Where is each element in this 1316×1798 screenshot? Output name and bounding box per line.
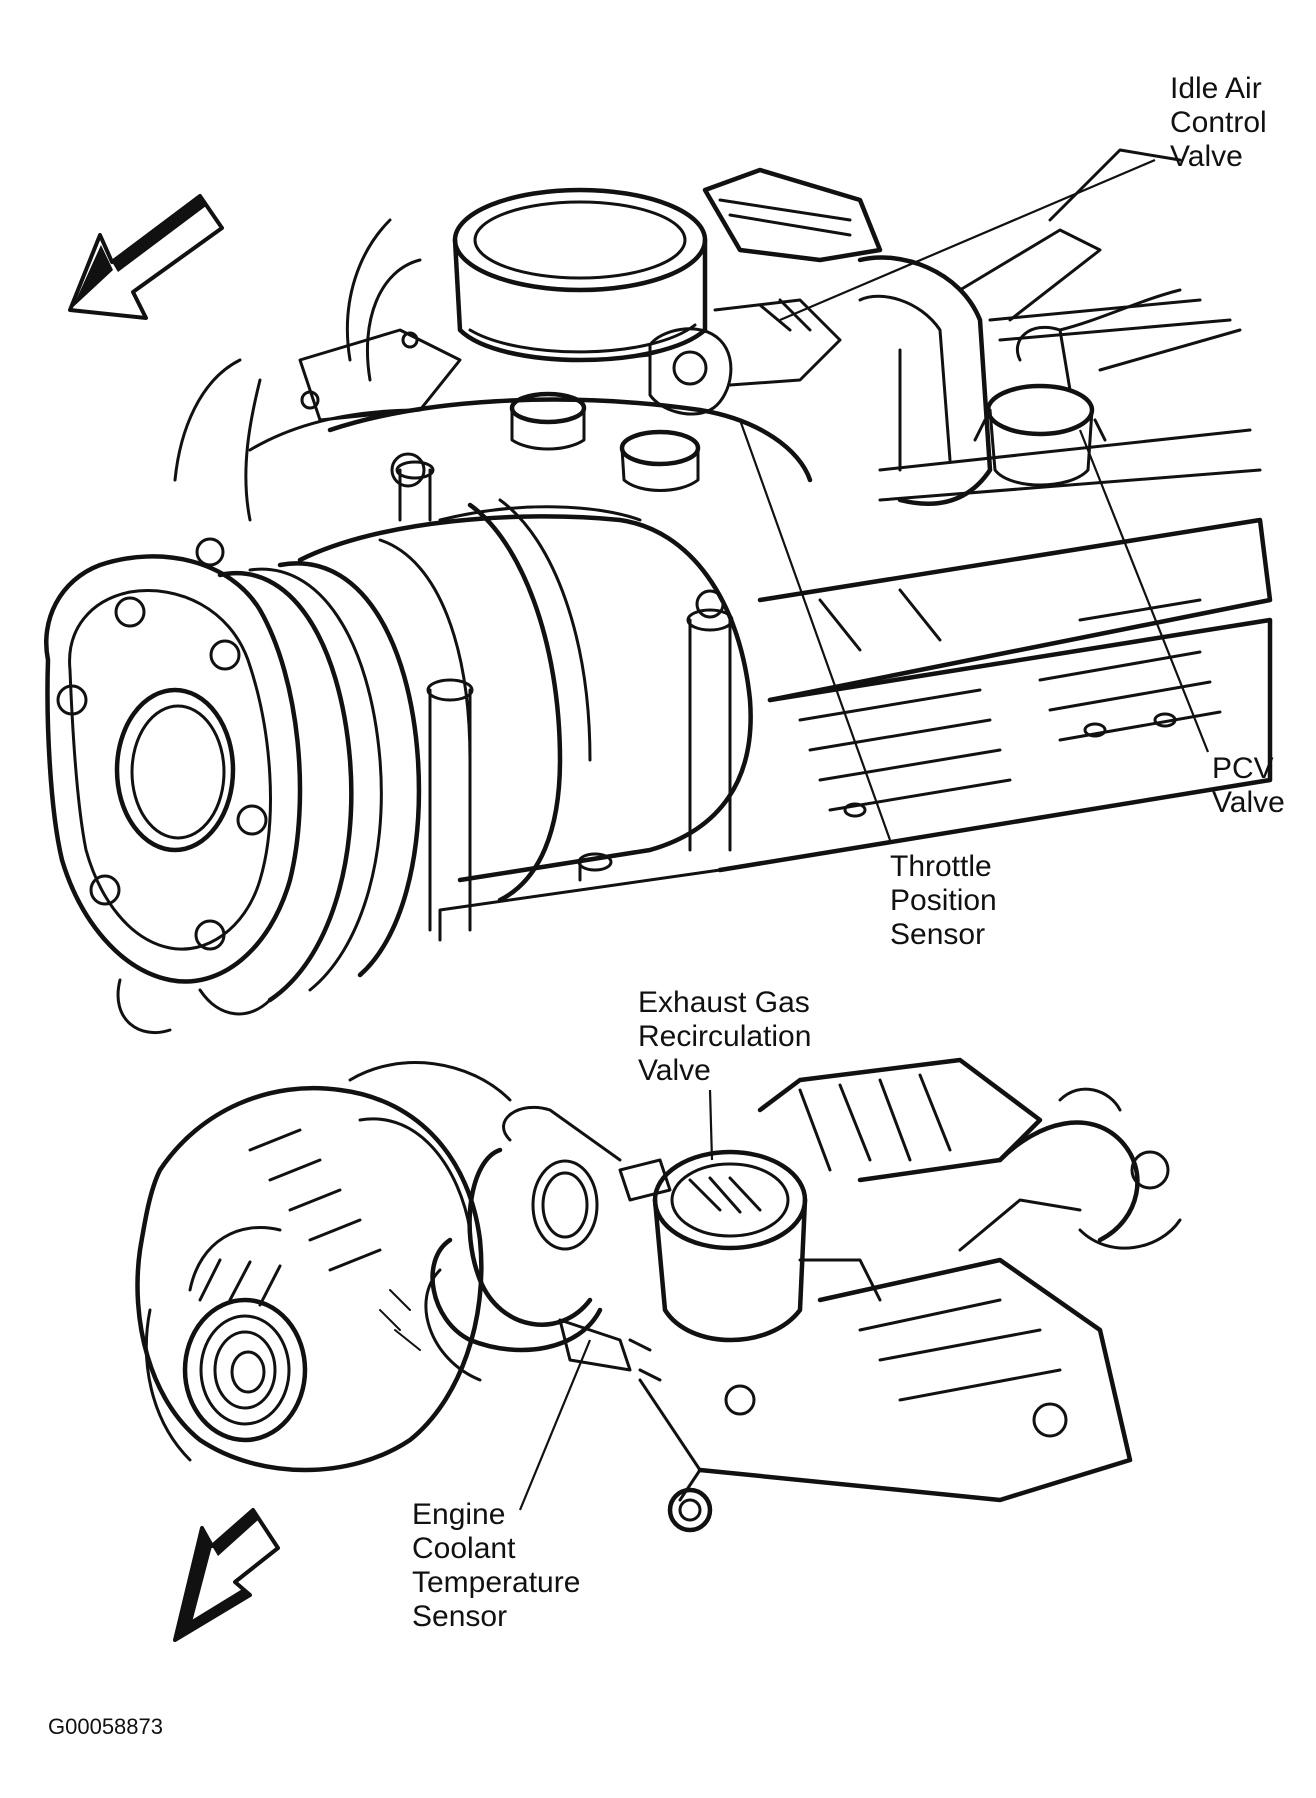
ac-compressor bbox=[44, 460, 753, 1035]
label-engine-coolant-temperature-sensor: Engine Coolant Temperature Sensor bbox=[412, 1498, 580, 1634]
label-line: Valve bbox=[1212, 786, 1285, 819]
label-line: Position bbox=[890, 884, 997, 917]
alternator bbox=[135, 1061, 512, 1473]
label-line: Sensor bbox=[412, 1600, 508, 1633]
label-throttle-position-sensor: Throttle Position Sensor bbox=[890, 850, 997, 952]
label-line: Control bbox=[1170, 106, 1267, 139]
label-line: Recirculation bbox=[638, 1020, 812, 1053]
label-line: Temperature bbox=[412, 1566, 581, 1599]
direction-arrow-top bbox=[68, 194, 224, 320]
leaders-bottom bbox=[518, 1089, 714, 1511]
iac-tps-area bbox=[598, 298, 842, 416]
cylinder-head bbox=[438, 517, 1273, 942]
label-line: Throttle bbox=[890, 850, 992, 883]
label-line: Exhaust Gas bbox=[638, 986, 810, 1019]
label-line: Coolant bbox=[412, 1532, 516, 1565]
figure-id: G00058873 bbox=[48, 1714, 163, 1739]
label-line: PCV bbox=[1212, 752, 1274, 785]
top-engine-view bbox=[44, 148, 1273, 1035]
lower-manifold bbox=[638, 1057, 1182, 1533]
intake-manifold bbox=[702, 148, 1262, 506]
label-line: Valve bbox=[1170, 140, 1243, 173]
label-line: Sensor bbox=[890, 918, 986, 951]
label-line: Valve bbox=[638, 1054, 711, 1087]
egr-valve bbox=[618, 1149, 882, 1343]
label-line: Idle Air bbox=[1170, 72, 1262, 105]
wire-harness bbox=[424, 1105, 662, 1382]
throttle-body bbox=[173, 187, 813, 619]
label-pcv-valve: PCV Valve bbox=[1212, 752, 1285, 820]
leaders-top bbox=[738, 158, 1210, 841]
bottom-engine-view bbox=[135, 1057, 1182, 1642]
label-line: Engine bbox=[412, 1498, 506, 1531]
label-egr-valve: Exhaust Gas Recirculation Valve bbox=[638, 986, 811, 1088]
label-idle-air-control-valve: Idle Air Control Valve bbox=[1170, 72, 1267, 174]
direction-arrow-bottom bbox=[173, 1508, 280, 1642]
